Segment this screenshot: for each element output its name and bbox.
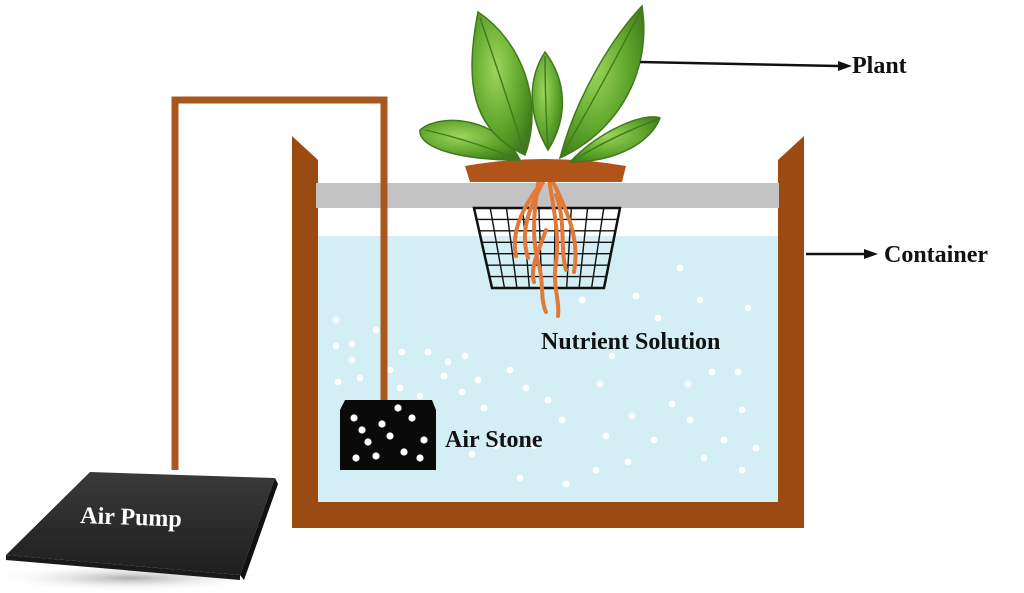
label-air-stone: Air Stone bbox=[445, 427, 543, 453]
air-bubble bbox=[592, 466, 600, 474]
leaf-veins bbox=[424, 11, 657, 163]
air-bubble bbox=[356, 374, 364, 382]
air-stone-pore bbox=[408, 414, 416, 422]
air-bubble bbox=[738, 466, 746, 474]
air-stone-pore bbox=[352, 454, 360, 462]
air-bubble bbox=[386, 366, 394, 374]
plant-roots bbox=[512, 168, 578, 318]
air-bubble bbox=[440, 372, 448, 380]
air-bubble bbox=[752, 444, 760, 452]
container-lid bbox=[316, 183, 779, 208]
air-tubing bbox=[171, 96, 388, 470]
label-container: Container bbox=[884, 242, 988, 268]
air-bubble bbox=[744, 304, 752, 312]
air-bubble bbox=[348, 356, 356, 364]
air-bubble bbox=[516, 474, 524, 482]
air-bubble bbox=[480, 404, 488, 412]
air-bubble bbox=[696, 296, 704, 304]
air-bubble bbox=[596, 380, 604, 388]
container-bottom bbox=[292, 502, 804, 528]
air-stone-pore bbox=[358, 426, 366, 434]
air-bubble bbox=[676, 264, 684, 272]
air-stone-pore bbox=[400, 448, 408, 456]
air-pump-icon bbox=[0, 472, 278, 592]
air-bubble bbox=[424, 348, 432, 356]
air-bubble bbox=[578, 296, 586, 304]
air-bubble bbox=[492, 442, 500, 450]
air-bubble bbox=[602, 432, 610, 440]
pot-rim bbox=[465, 159, 626, 182]
air-bubble bbox=[684, 380, 692, 388]
container-right-wall bbox=[778, 136, 804, 502]
container-left-wall bbox=[292, 136, 318, 502]
air-bubble bbox=[372, 326, 380, 334]
air-bubble bbox=[398, 348, 406, 356]
container bbox=[292, 136, 804, 528]
air-bubble bbox=[738, 406, 746, 414]
air-stone-pore bbox=[420, 436, 428, 444]
air-bubble bbox=[558, 416, 566, 424]
container-arrow bbox=[806, 249, 878, 259]
air-bubble bbox=[708, 368, 716, 376]
air-bubble bbox=[562, 480, 570, 488]
air-bubble bbox=[668, 400, 676, 408]
label-plant: Plant bbox=[852, 53, 907, 79]
air-bubble bbox=[624, 458, 632, 466]
air-stone-pore bbox=[364, 438, 372, 446]
air-stone-pore bbox=[372, 452, 380, 460]
air-bubble bbox=[444, 358, 452, 366]
air-bubble bbox=[474, 376, 482, 384]
air-bubble bbox=[522, 384, 530, 392]
air-stone-pore bbox=[378, 420, 386, 428]
plant-arrow bbox=[639, 60, 852, 71]
air-bubble bbox=[650, 436, 658, 444]
air-stone-pore bbox=[386, 432, 394, 440]
label-air-pump: Air Pump bbox=[80, 503, 182, 533]
air-bubble bbox=[608, 352, 616, 360]
air-bubble bbox=[332, 316, 340, 324]
air-bubble bbox=[461, 352, 469, 360]
air-bubble bbox=[334, 378, 342, 386]
air-bubble bbox=[654, 314, 662, 322]
air-stone-pore bbox=[394, 404, 402, 412]
air-stone-pore bbox=[416, 454, 424, 462]
air-bubble bbox=[734, 368, 742, 376]
air-bubble bbox=[530, 442, 538, 450]
air-bubble bbox=[468, 450, 476, 458]
air-bubble bbox=[332, 342, 340, 350]
air-bubble bbox=[720, 436, 728, 444]
air-bubble bbox=[710, 336, 718, 344]
air-bubble bbox=[544, 396, 552, 404]
air-bubble bbox=[416, 392, 424, 400]
air-bubbles bbox=[332, 264, 760, 488]
air-bubble bbox=[396, 384, 404, 392]
air-bubble bbox=[506, 366, 514, 374]
air-stone-pore bbox=[350, 414, 358, 422]
air-bubble bbox=[628, 412, 636, 420]
air-stone-icon bbox=[340, 400, 436, 470]
label-nutrient-solution: Nutrient Solution bbox=[541, 329, 720, 355]
air-bubble bbox=[686, 416, 694, 424]
air-bubble bbox=[632, 292, 640, 300]
air-bubble bbox=[700, 454, 708, 462]
air-bubble bbox=[458, 388, 466, 396]
air-bubble bbox=[348, 340, 356, 348]
